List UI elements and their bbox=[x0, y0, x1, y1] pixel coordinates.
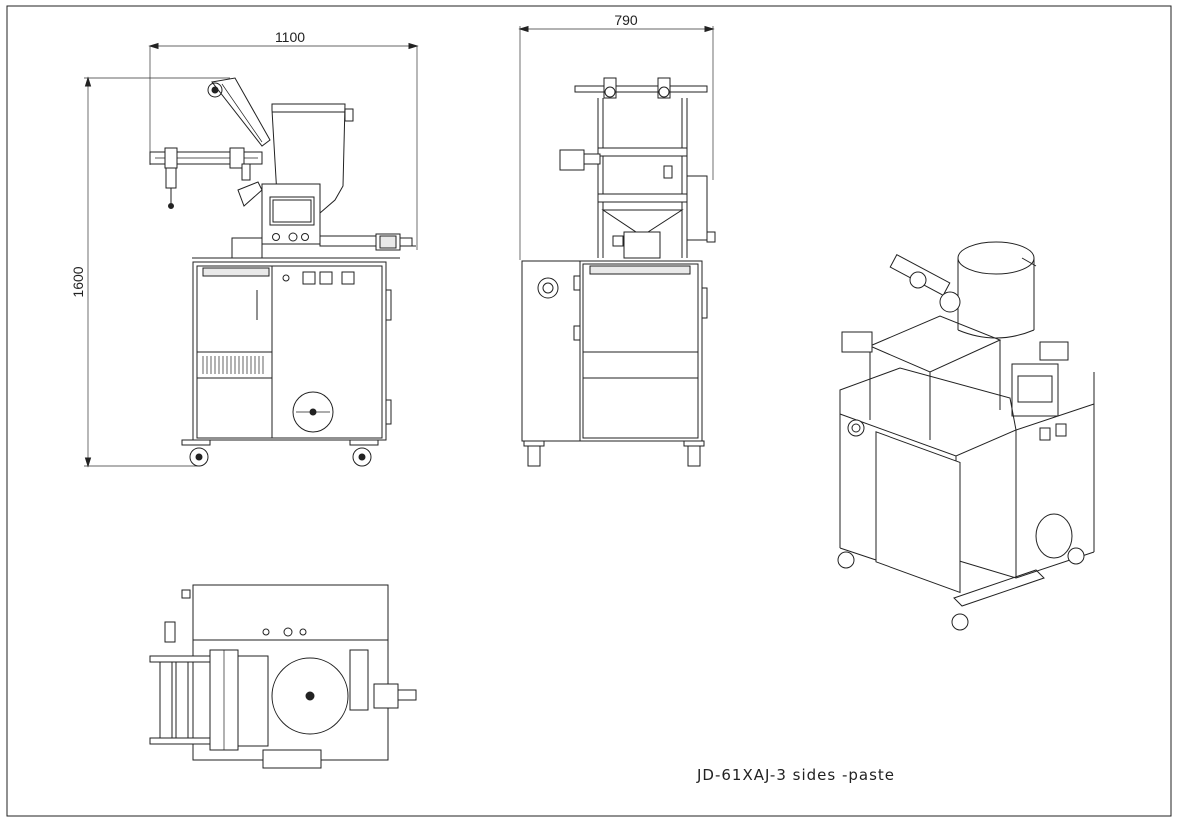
dimension-1600: 1600 bbox=[70, 76, 230, 468]
dimension-label-height: 1600 bbox=[70, 266, 86, 297]
isometric-view bbox=[837, 241, 1095, 631]
top-view bbox=[149, 584, 417, 769]
front-view: 790 bbox=[518, 12, 716, 467]
drawing-border bbox=[6, 5, 1172, 817]
side-view: 1100 1600 bbox=[70, 29, 419, 468]
dimension-790: 790 bbox=[518, 12, 715, 260]
dimension-label-front-width: 790 bbox=[614, 12, 638, 28]
model-caption: JD-61XAJ-3 sides -paste bbox=[696, 766, 895, 784]
dimension-1100: 1100 bbox=[148, 29, 419, 250]
dimension-label-side-width: 1100 bbox=[275, 29, 305, 45]
